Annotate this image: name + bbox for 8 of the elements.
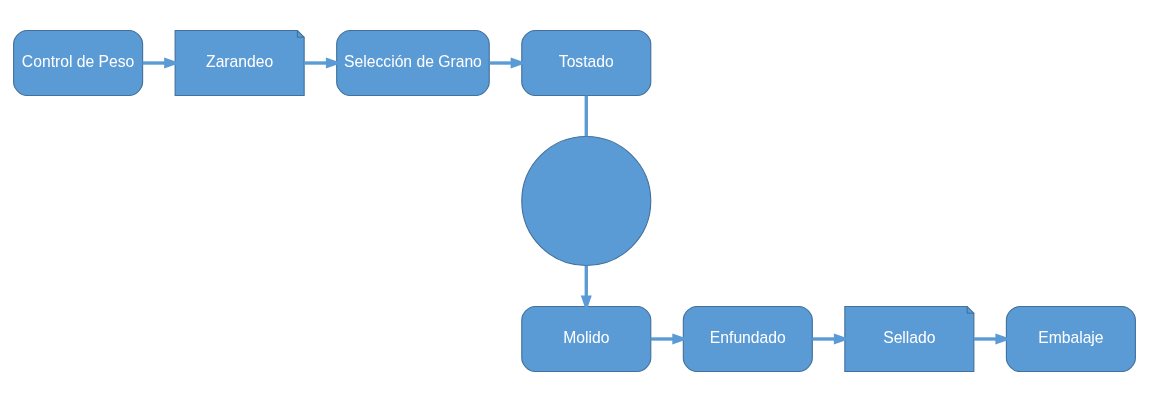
node-circle: [521, 135, 652, 267]
node-box: Enfundado: [682, 305, 813, 373]
node-box: Molido: [521, 305, 652, 373]
connector: [584, 95, 588, 137]
node-box: Embalaje: [1005, 305, 1136, 373]
node-box: Selección de Grano: [336, 29, 490, 97]
node-box: Control de Peso: [13, 29, 144, 97]
node-box: Tostado: [521, 29, 652, 97]
